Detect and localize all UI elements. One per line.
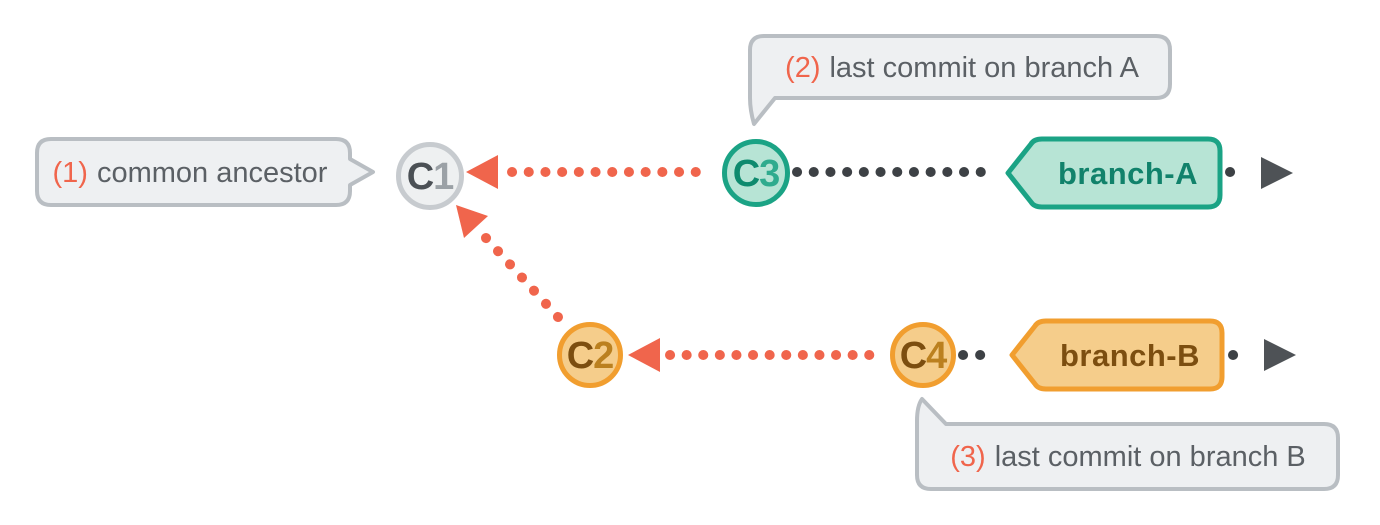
commit-circle-c4 [890, 322, 956, 388]
arrowhead-c2-to-c1 [456, 205, 488, 238]
branch-tag-a-shape [1005, 136, 1223, 210]
callout-last-commit-b-bubble [915, 397, 1340, 491]
commit-label-c1: C1 [407, 156, 454, 198]
branch-tag-b-shape [1009, 318, 1225, 392]
callout-common-ancestor-text: (1)common ancestor [53, 157, 328, 189]
callout-last-commit-a: (2)last commit on branch A [748, 34, 1172, 126]
commit-label-c3: C3 [733, 153, 780, 195]
commit-circle-c2 [557, 322, 623, 388]
arrowhead-c3-to-c1 [466, 155, 498, 189]
callout-last-commit-b: (3)last commit on branch B [915, 397, 1340, 491]
callout-last-commit-b-text: (3)last commit on branch B [950, 441, 1306, 473]
arrowhead-c4-to-c2 [628, 338, 660, 372]
callout-common-ancestor-bubble [35, 137, 375, 207]
timeline-arrow-a-icon [1261, 157, 1293, 189]
commit-node-c2: C2 [557, 322, 623, 388]
callout-common-ancestor: (1)common ancestor [35, 137, 375, 207]
branch-b-label: branch-B [1060, 338, 1200, 373]
commit-node-c3: C3 [722, 139, 790, 207]
commit-label-c2: C2 [567, 335, 614, 377]
branch-a-label: branch-A [1058, 156, 1198, 191]
dotted-line-c2-to-c1 [481, 233, 563, 322]
callout-last-commit-a-text: (2)last commit on branch A [785, 52, 1140, 84]
branch-tag-a: branch-A [1005, 136, 1223, 210]
commit-node-c1: C1 [396, 142, 464, 210]
commit-circle-c3 [722, 139, 790, 207]
commit-circle-c1 [396, 142, 464, 210]
callout-last-commit-a-bubble [748, 34, 1172, 126]
commit-node-c4: C4 [890, 322, 956, 388]
timeline-arrow-b-icon [1264, 339, 1296, 371]
commit-label-c4: C4 [900, 335, 947, 377]
branch-tag-b: branch-B [1009, 318, 1225, 392]
